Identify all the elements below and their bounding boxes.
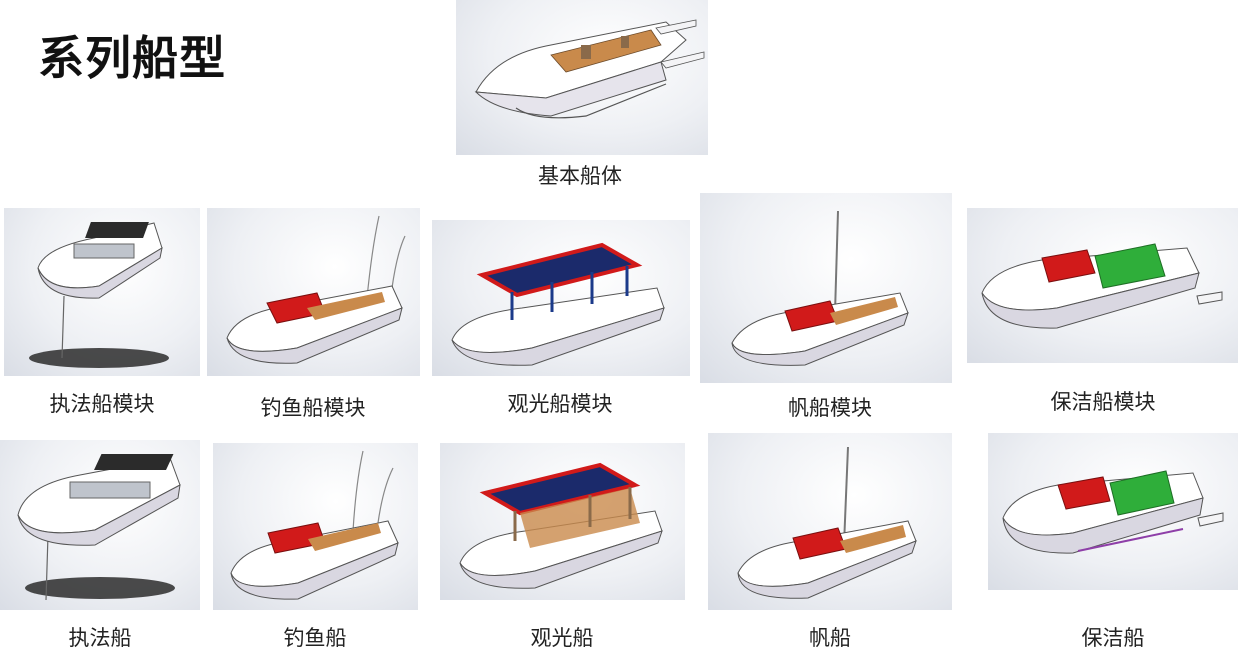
- police-boat-drawing: [17, 454, 181, 601]
- module-image-tour: [432, 220, 690, 376]
- module-caption-fishing: 钓鱼船模块: [260, 396, 366, 420]
- module-caption-police: 执法船模块: [49, 392, 155, 416]
- tour-module-drawing: [451, 242, 665, 366]
- base-hull-image: [456, 0, 708, 155]
- module-caption-sail: 帆船模块: [788, 396, 872, 420]
- clean-module-drawing: [981, 243, 1223, 329]
- tour-boat-drawing: [459, 462, 663, 589]
- fishing-boat-drawing: [230, 450, 399, 600]
- module-image-clean: [967, 208, 1238, 363]
- page-title: 系列船型: [38, 31, 226, 85]
- sail-boat-drawing: [737, 446, 917, 599]
- boat-caption-police: 执法船: [68, 626, 132, 650]
- boat-caption-fishing: 钓鱼船: [283, 626, 347, 650]
- module-image-police: [4, 208, 200, 376]
- base-hull-caption: 基本船体: [538, 164, 622, 188]
- boat-image-sail: [708, 433, 952, 610]
- boat-caption-clean: 保洁船: [1081, 626, 1145, 650]
- module-image-fishing: [207, 208, 420, 376]
- clean-boat-drawing: [1002, 470, 1224, 554]
- boat-image-police: [0, 440, 200, 610]
- boat-image-clean: [988, 433, 1238, 590]
- boat-image-tour: [440, 443, 685, 600]
- police-module-drawing: [29, 222, 169, 368]
- boat-caption-tour: 观光船: [530, 626, 594, 650]
- module-caption-clean: 保洁船模块: [1050, 390, 1156, 414]
- module-caption-tour: 观光船模块: [507, 392, 613, 416]
- boat-caption-sail: 帆船: [809, 626, 851, 650]
- module-image-sail: [700, 193, 952, 383]
- sail-module-drawing: [731, 210, 909, 366]
- fishing-module-drawing: [226, 215, 406, 364]
- boat-image-fishing: [213, 443, 418, 610]
- base-hull-drawing: [474, 19, 705, 119]
